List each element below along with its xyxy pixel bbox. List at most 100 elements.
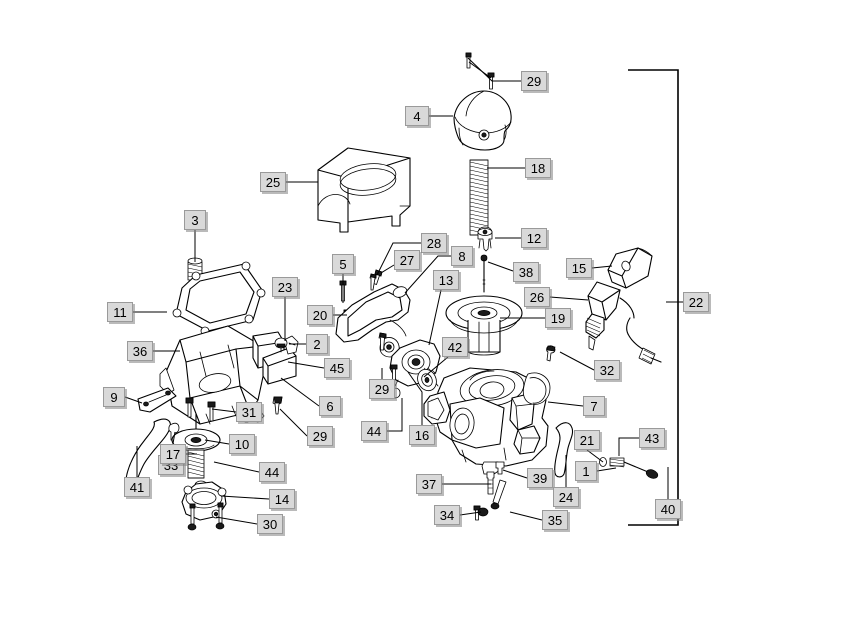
leader-line-44 <box>213 461 260 473</box>
leader-line-28 <box>376 242 421 276</box>
part-29-lower-screw <box>272 396 283 415</box>
leader-line-29 <box>279 408 308 437</box>
leader-line-16 <box>407 371 423 425</box>
callout-45[interactable]: 45 <box>324 358 350 378</box>
part-35-drain-plug <box>490 479 507 510</box>
part-29-screws-mid <box>378 332 398 381</box>
callout-29[interactable]: 29 <box>307 426 333 446</box>
leader-line-15 <box>591 265 613 269</box>
callout-24[interactable]: 24 <box>553 487 579 507</box>
callout-28[interactable]: 28 <box>421 233 447 253</box>
part-42-spring-seat-washer <box>417 367 437 392</box>
leader-line-26 <box>549 296 589 301</box>
callout-39[interactable]: 39 <box>527 468 553 488</box>
callout-10[interactable]: 10 <box>229 434 255 454</box>
callout-37[interactable]: 37 <box>416 474 442 494</box>
leader-line-44 <box>387 398 403 432</box>
callout-29[interactable]: 29 <box>521 71 547 91</box>
callout-1[interactable]: 1 <box>575 461 597 481</box>
callout-44[interactable]: 44 <box>361 421 387 441</box>
part-43-spring-clip <box>609 457 625 468</box>
leader-line-27 <box>380 264 395 274</box>
leader-line-43 <box>618 437 639 456</box>
part-12-jet-holder <box>477 226 493 252</box>
callout-21[interactable]: 21 <box>574 430 600 450</box>
leader-line-31 <box>211 408 237 413</box>
part-8-throttle-lever-link <box>335 283 411 358</box>
callout-27[interactable]: 27 <box>394 250 420 270</box>
callout-36[interactable]: 36 <box>127 341 153 361</box>
part-23-needle-jet <box>274 337 288 353</box>
callout-41[interactable]: 41 <box>124 477 150 497</box>
callout-22[interactable]: 22 <box>683 292 709 312</box>
callout-14[interactable]: 14 <box>269 489 295 509</box>
part-19-diaphragm-piston <box>445 295 523 356</box>
callout-16[interactable]: 16 <box>409 425 435 445</box>
callout-30[interactable]: 30 <box>257 514 283 534</box>
callout-19[interactable]: 19 <box>545 308 571 328</box>
callout-13[interactable]: 13 <box>433 270 459 290</box>
callout-20[interactable]: 20 <box>307 305 333 325</box>
callout-17[interactable]: 17 <box>160 444 186 464</box>
callout-6[interactable]: 6 <box>319 396 341 416</box>
part-32-solenoid-screw <box>546 345 556 362</box>
leader-line-13 <box>428 289 442 346</box>
callout-15[interactable]: 15 <box>566 258 592 278</box>
callout-43[interactable]: 43 <box>639 428 665 448</box>
callout-23[interactable]: 23 <box>272 277 298 297</box>
callout-4[interactable]: 4 <box>405 106 429 126</box>
leader-line-8 <box>404 255 451 294</box>
part-7-carburetor-body <box>423 367 551 475</box>
callout-9[interactable]: 9 <box>103 387 125 407</box>
callout-5[interactable]: 5 <box>332 254 354 274</box>
leader-line-39 <box>502 469 528 479</box>
part-24-vacuum-hose <box>554 422 574 478</box>
callout-31[interactable]: 31 <box>236 402 262 422</box>
callout-44[interactable]: 44 <box>259 462 285 482</box>
part-28-screw-lever <box>369 273 377 291</box>
callout-leader-lines <box>124 57 683 525</box>
leader-line-34 <box>459 511 482 516</box>
callout-35[interactable]: 35 <box>542 510 568 530</box>
part-11-float-chamber-gasket <box>172 261 266 340</box>
part-4-top-cover-cap <box>453 90 512 151</box>
part-6-block-bracket <box>262 335 299 385</box>
leader-line-29 <box>467 57 521 82</box>
leader-line-42 <box>423 356 449 378</box>
callout-8[interactable]: 8 <box>451 246 473 266</box>
part-38-jet-needle <box>480 254 488 293</box>
callout-18[interactable]: 18 <box>525 158 551 178</box>
callout-3[interactable]: 3 <box>184 210 206 230</box>
part-18-main-spring <box>469 159 489 236</box>
callout-7[interactable]: 7 <box>583 396 605 416</box>
leader-line-14 <box>220 495 270 500</box>
callout-25[interactable]: 25 <box>260 172 286 192</box>
assembly-group-bracket <box>628 69 679 526</box>
part-26-starter-solenoid <box>585 281 662 365</box>
part-37-adjuster-screw <box>486 471 495 495</box>
part-39-nipple <box>495 461 505 475</box>
callout-38[interactable]: 38 <box>513 262 539 282</box>
callout-12[interactable]: 12 <box>521 228 547 248</box>
part-9-clamp-plate <box>137 387 177 413</box>
leader-line-21 <box>586 449 604 463</box>
leader-line-38 <box>487 261 514 272</box>
callout-2[interactable]: 2 <box>306 334 328 354</box>
leader-line-45 <box>287 361 325 369</box>
part-15-solenoid-cap <box>607 247 653 289</box>
callout-32[interactable]: 32 <box>594 360 620 380</box>
part-1-pilot-screw <box>623 461 659 479</box>
callout-26[interactable]: 26 <box>524 287 550 307</box>
leader-line-1 <box>596 467 617 472</box>
callout-29[interactable]: 29 <box>369 379 395 399</box>
callout-40[interactable]: 40 <box>655 499 681 519</box>
callout-11[interactable]: 11 <box>107 302 133 322</box>
part-34-drain-screw <box>473 505 489 521</box>
callout-34[interactable]: 34 <box>434 505 460 525</box>
leader-line-10 <box>204 439 230 445</box>
leader-line-7 <box>547 401 584 407</box>
callout-42[interactable]: 42 <box>442 337 468 357</box>
part-33-hose-clip <box>168 422 180 442</box>
